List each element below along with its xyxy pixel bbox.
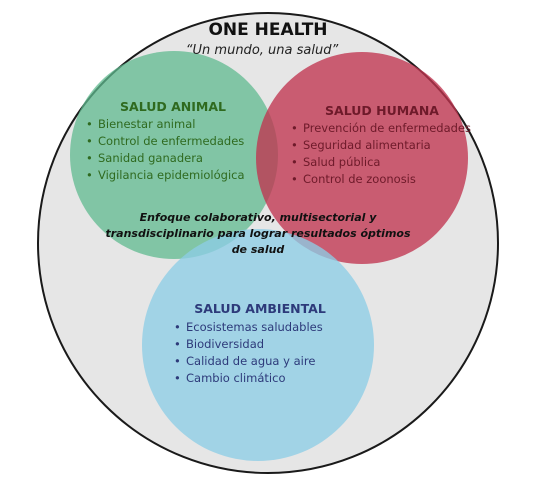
salud-animal-item: Bienestar animal	[98, 117, 195, 131]
salud-humana-circle	[256, 52, 468, 264]
salud-ambiental-circle	[142, 229, 374, 461]
salud-ambiental-bullet: •	[174, 320, 181, 334]
salud-humana-bullet: •	[291, 121, 298, 135]
salud-ambiental-item: Calidad de agua y aire	[186, 354, 315, 368]
salud-humana-bullet: •	[291, 172, 298, 186]
salud-ambiental-bullet: •	[174, 337, 181, 351]
salud-animal-bullet: •	[86, 168, 93, 182]
salud-animal-item: Control de enfermedades	[98, 134, 244, 148]
salud-humana-bullet: •	[291, 138, 298, 152]
salud-animal-list: • Bienestar animal • Control de enfermed…	[86, 117, 245, 182]
salud-animal-circle	[70, 51, 278, 259]
salud-animal-bullet: •	[86, 117, 93, 131]
salud-animal-title: SALUD ANIMAL	[120, 99, 226, 114]
center-text-line: de salud	[232, 243, 285, 256]
salud-humana-item: Salud pública	[303, 155, 380, 169]
salud-ambiental-title: SALUD AMBIENTAL	[194, 301, 326, 316]
center-text-block: Enfoque colaborativo, multisectorial y t…	[105, 211, 410, 256]
salud-ambiental-bullet: •	[174, 371, 181, 385]
salud-ambiental-item: Cambio climático	[186, 371, 286, 385]
salud-animal-item: Vigilancia epidemiológica	[98, 168, 245, 182]
center-text-line: transdisciplinario para lograr resultado…	[105, 227, 410, 240]
salud-ambiental-list: • Ecosistemas saludables • Biodiversidad…	[174, 320, 323, 385]
salud-humana-item: Prevención de enfermedades	[303, 121, 471, 135]
salud-animal-item: Sanidad ganadera	[98, 151, 203, 165]
diagram-subtitle: “Un mundo, una salud”	[186, 43, 339, 58]
salud-humana-item: Control de zoonosis	[303, 172, 416, 186]
salud-animal-bullet: •	[86, 134, 93, 148]
center-text-line: Enfoque colaborativo, multisectorial y	[140, 211, 378, 224]
salud-ambiental-item: Biodiversidad	[186, 337, 264, 351]
salud-animal-bullet: •	[86, 151, 93, 165]
salud-ambiental-item: Ecosistemas saludables	[186, 320, 323, 334]
salud-humana-title: SALUD HUMANA	[325, 103, 439, 118]
salud-humana-bullet: •	[291, 155, 298, 169]
salud-humana-item: Seguridad alimentaria	[303, 138, 431, 152]
salud-humana-list: • Prevención de enfermedades • Seguridad…	[291, 121, 471, 186]
outer-circle-border	[37, 12, 499, 474]
salud-ambiental-bullet: •	[174, 354, 181, 368]
diagram-title: ONE HEALTH	[208, 20, 327, 40]
